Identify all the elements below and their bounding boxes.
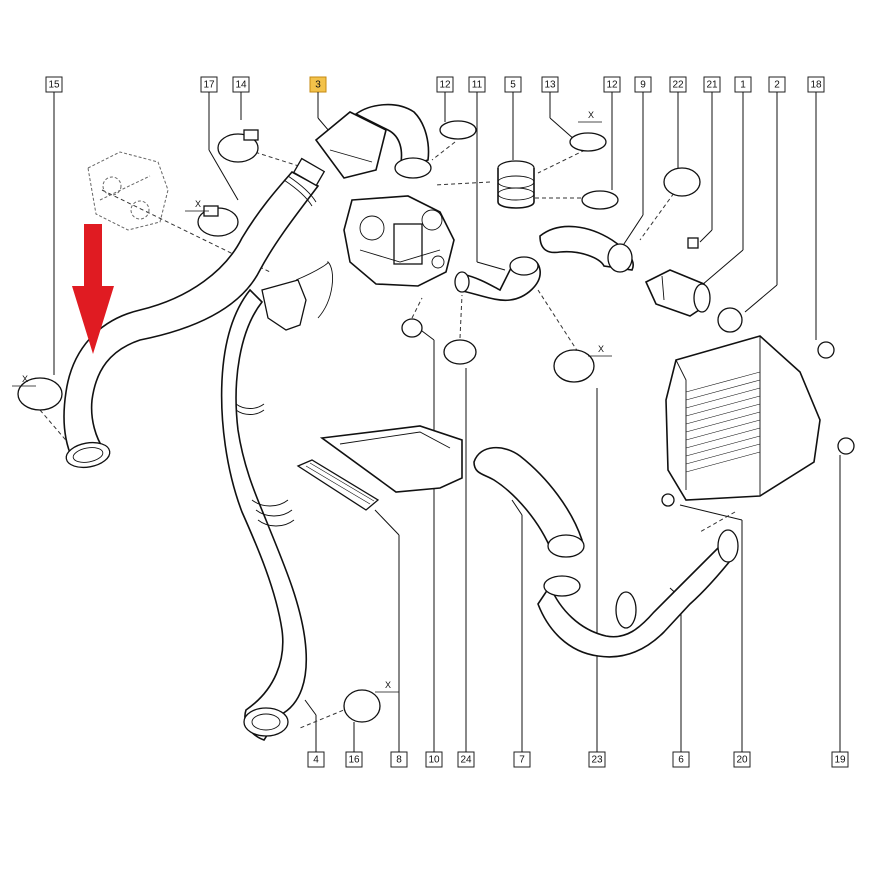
dimension-x-label: X xyxy=(598,344,604,354)
red-down-arrow-icon xyxy=(72,224,114,354)
ref-label-8: 8 xyxy=(390,751,408,768)
ref-label-9: 9 xyxy=(634,76,652,93)
ref-label-11: 11 xyxy=(468,76,486,93)
dimension-markers: X X X X X xyxy=(12,110,612,693)
svg-text:5: 5 xyxy=(510,80,516,91)
turbo-outline-ghost xyxy=(87,151,169,231)
svg-text:7: 7 xyxy=(519,755,525,766)
ref-label-12: 12 xyxy=(603,76,621,93)
ref-label-13: 13 xyxy=(541,76,559,93)
ref-label-6: 6 xyxy=(672,751,690,768)
heat-shield-part-8 xyxy=(296,425,463,511)
svg-text:18: 18 xyxy=(810,80,822,91)
svg-text:12: 12 xyxy=(606,80,618,91)
svg-text:4: 4 xyxy=(313,755,319,766)
ref-label-24: 24 xyxy=(457,751,475,768)
hose-part-9 xyxy=(539,225,634,273)
ref-label-3: 3 xyxy=(309,76,327,93)
clamp-rings xyxy=(17,120,855,723)
leader-lines xyxy=(53,92,841,752)
svg-text:6: 6 xyxy=(678,755,684,766)
svg-text:11: 11 xyxy=(472,80,483,91)
ref-label-12: 12 xyxy=(436,76,454,93)
svg-text:22: 22 xyxy=(672,80,684,91)
hose-part-4 xyxy=(220,261,333,741)
dimension-x-label: X xyxy=(22,374,28,384)
svg-text:10: 10 xyxy=(428,755,440,766)
ref-label-22: 22 xyxy=(669,76,687,93)
ref-label-7: 7 xyxy=(513,751,531,768)
ref-label-1: 1 xyxy=(734,76,752,93)
ref-label-16: 16 xyxy=(345,751,363,768)
intercooler xyxy=(665,335,821,501)
ref-label-5: 5 xyxy=(504,76,522,93)
hose-part-15 xyxy=(63,157,326,469)
ref-label-19: 19 xyxy=(831,751,849,768)
dimension-x-label: X xyxy=(195,199,201,209)
assembly-lines xyxy=(39,141,736,729)
svg-text:23: 23 xyxy=(591,755,603,766)
ref-label-15: 15 xyxy=(45,76,63,93)
svg-text:13: 13 xyxy=(544,80,556,91)
ref-label-14: 14 xyxy=(232,76,250,93)
svg-text:16: 16 xyxy=(348,755,360,766)
svg-text:24: 24 xyxy=(460,755,472,766)
svg-text:21: 21 xyxy=(706,80,718,91)
ref-label-17: 17 xyxy=(200,76,218,93)
svg-text:8: 8 xyxy=(396,755,402,766)
svg-text:17: 17 xyxy=(203,80,215,91)
coupling-part-5 xyxy=(497,160,535,209)
ref-label-21: 21 xyxy=(703,76,721,93)
elbow-pipe-part-3 xyxy=(314,103,432,179)
ref-label-20: 20 xyxy=(733,751,751,768)
svg-text:12: 12 xyxy=(439,80,451,91)
svg-text:1: 1 xyxy=(740,80,746,91)
sensor-part-1 xyxy=(644,269,711,317)
ref-label-23: 23 xyxy=(588,751,606,768)
small-hose-part-11 xyxy=(454,256,541,302)
ref-label-10: 10 xyxy=(425,751,443,768)
dimension-x-label: X xyxy=(385,680,391,690)
svg-text:2: 2 xyxy=(774,80,780,91)
svg-text:9: 9 xyxy=(640,80,646,91)
ref-label-18: 18 xyxy=(807,76,825,93)
svg-text:14: 14 xyxy=(235,80,247,91)
svg-text:19: 19 xyxy=(834,755,846,766)
ref-label-2: 2 xyxy=(768,76,786,93)
svg-text:20: 20 xyxy=(736,755,748,766)
dimension-x-label: X xyxy=(588,110,594,120)
hose-part-7 xyxy=(473,446,739,658)
ref-label-4: 4 xyxy=(307,751,325,768)
svg-text:3: 3 xyxy=(315,80,321,91)
svg-text:15: 15 xyxy=(48,80,60,91)
throttle-body-assembly xyxy=(343,195,455,287)
